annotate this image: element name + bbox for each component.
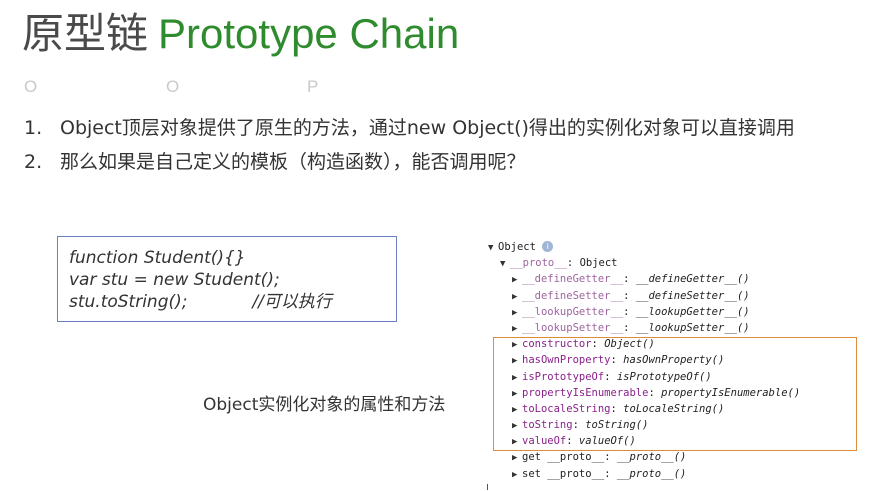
- member-key: toString: [522, 419, 573, 432]
- tree-member-row[interactable]: ▶__defineGetter__: __defineGetter__(): [488, 271, 800, 287]
- code-line: function Student(){}: [69, 248, 246, 268]
- collapsed-triangle-icon[interactable]: ▶: [512, 356, 518, 367]
- collapsed-triangle-icon[interactable]: ▶: [512, 453, 518, 464]
- member-value: hasOwnProperty(): [623, 354, 725, 367]
- oop-letter-o1: O: [24, 77, 38, 96]
- tree-member-row[interactable]: ▶valueOf: valueOf(): [488, 433, 800, 449]
- member-key: propertyIsEnumerable: [522, 386, 649, 399]
- tree-member-row[interactable]: ▶__defineSetter__: __defineSetter__(): [488, 288, 800, 304]
- collapsed-triangle-icon[interactable]: ▶: [512, 323, 518, 334]
- list-number: 1.: [24, 117, 43, 139]
- member-key: set __proto__: [522, 467, 605, 480]
- tree-member-row[interactable]: ▶isPrototypeOf: isPrototypeOf(): [488, 369, 800, 385]
- code-snippet-box: function Student(){} var stu = new Stude…: [57, 236, 397, 322]
- tree-member-row[interactable]: ▶__lookupSetter__: __lookupSetter__(): [488, 320, 800, 336]
- collapsed-triangle-icon[interactable]: ▶: [512, 291, 518, 302]
- list-number: 2.: [24, 151, 43, 173]
- tree-member-row[interactable]: ▶hasOwnProperty: hasOwnProperty(): [488, 352, 800, 368]
- code-line: var stu = new Student();: [69, 270, 280, 290]
- code-line: stu.toString(); //可以执行: [69, 292, 332, 312]
- title-chinese: 原型链: [22, 9, 149, 58]
- collapsed-triangle-icon[interactable]: ▶: [512, 469, 518, 480]
- proto-value: Object: [579, 257, 618, 270]
- proto-key: __proto__: [510, 257, 567, 270]
- expanded-triangle-icon[interactable]: ▼: [500, 259, 506, 270]
- member-key: __lookupGetter__: [522, 305, 624, 318]
- collapsed-triangle-icon[interactable]: ▶: [512, 388, 518, 399]
- collapsed-triangle-icon[interactable]: ▶: [512, 275, 518, 286]
- expanded-triangle-icon[interactable]: ▼: [488, 243, 494, 253]
- tree-member-row[interactable]: ▶get __proto__: __proto__(): [488, 449, 800, 465]
- tree-member-row[interactable]: ▶constructor: Object(): [488, 336, 800, 352]
- tree-root-row[interactable]: ▼ Object i: [488, 239, 800, 255]
- list-item: 2. 那么如果是自己定义的模板（构造函数），能否调用呢？: [24, 150, 824, 174]
- tree-member-row[interactable]: ▶set __proto__: __proto__(): [488, 466, 800, 482]
- tree-member-row[interactable]: ▶propertyIsEnumerable: propertyIsEnumera…: [488, 385, 800, 401]
- tree-member-row[interactable]: ▶toLocaleString: toLocaleString(): [488, 401, 800, 417]
- member-value: __defineSetter__(): [635, 289, 750, 302]
- member-key: isPrototypeOf: [522, 370, 605, 383]
- tree-proto-row[interactable]: ▼__proto__: Object: [488, 255, 800, 271]
- list-text: 那么如果是自己定义的模板（构造函数），能否调用呢？: [60, 151, 526, 173]
- list-text: Object顶层对象提供了原生的方法，通过new Object()得出的实例化对…: [60, 117, 795, 139]
- console-object-tree: ▼Object i ▼__proto__: Object ▶__defineGe…: [488, 239, 800, 482]
- member-value: __lookupGetter__(): [635, 305, 750, 318]
- collapsed-triangle-icon[interactable]: ▶: [512, 307, 518, 318]
- member-value: toLocaleString(): [623, 402, 725, 415]
- member-key: get __proto__: [522, 451, 605, 464]
- divider-tick: [487, 484, 488, 490]
- member-key: hasOwnProperty: [522, 354, 611, 367]
- member-key: __lookupSetter__: [522, 321, 624, 334]
- proto-members: ▶__defineGetter__: __defineGetter__()▶__…: [488, 271, 800, 481]
- member-value: isPrototypeOf(): [616, 370, 712, 383]
- member-value: __proto__(): [616, 451, 687, 464]
- bullet-list: 1. Object顶层对象提供了原生的方法，通过new Object()得出的实…: [24, 116, 824, 184]
- highlight-box: [493, 337, 857, 451]
- oop-letter-p: P: [307, 77, 319, 96]
- member-key: toLocaleString: [522, 402, 611, 415]
- tree-member-row[interactable]: ▶__lookupGetter__: __lookupGetter__(): [488, 304, 800, 320]
- member-value: valueOf(): [578, 435, 636, 448]
- member-value: Object(): [604, 338, 655, 351]
- member-key: __defineGetter__: [522, 273, 624, 286]
- member-key: constructor: [522, 338, 592, 351]
- member-value: toString(): [585, 419, 649, 432]
- member-key: valueOf: [522, 435, 567, 448]
- member-value: __proto__(): [616, 467, 687, 480]
- collapsed-triangle-icon[interactable]: ▶: [512, 372, 518, 383]
- collapsed-triangle-icon[interactable]: ▶: [512, 421, 518, 432]
- root-label: Object: [498, 241, 536, 253]
- collapsed-triangle-icon[interactable]: ▶: [512, 437, 518, 448]
- info-icon[interactable]: i: [542, 241, 554, 252]
- collapsed-triangle-icon[interactable]: ▶: [512, 404, 518, 415]
- oop-letter-o2: O: [166, 77, 180, 96]
- list-item: 1. Object顶层对象提供了原生的方法，通过new Object()得出的实…: [24, 116, 824, 140]
- member-value: __lookupSetter__(): [635, 321, 750, 334]
- object-methods-caption: Object实例化对象的属性和方法: [203, 395, 446, 415]
- collapsed-triangle-icon[interactable]: ▶: [512, 340, 518, 351]
- member-value: propertyIsEnumerable(): [661, 386, 801, 399]
- title-english: Prototype Chain: [158, 10, 460, 57]
- tree-member-row[interactable]: ▶toString: toString(): [488, 417, 800, 433]
- member-value: __defineGetter__(): [635, 273, 750, 286]
- member-key: __defineSetter__: [522, 289, 624, 302]
